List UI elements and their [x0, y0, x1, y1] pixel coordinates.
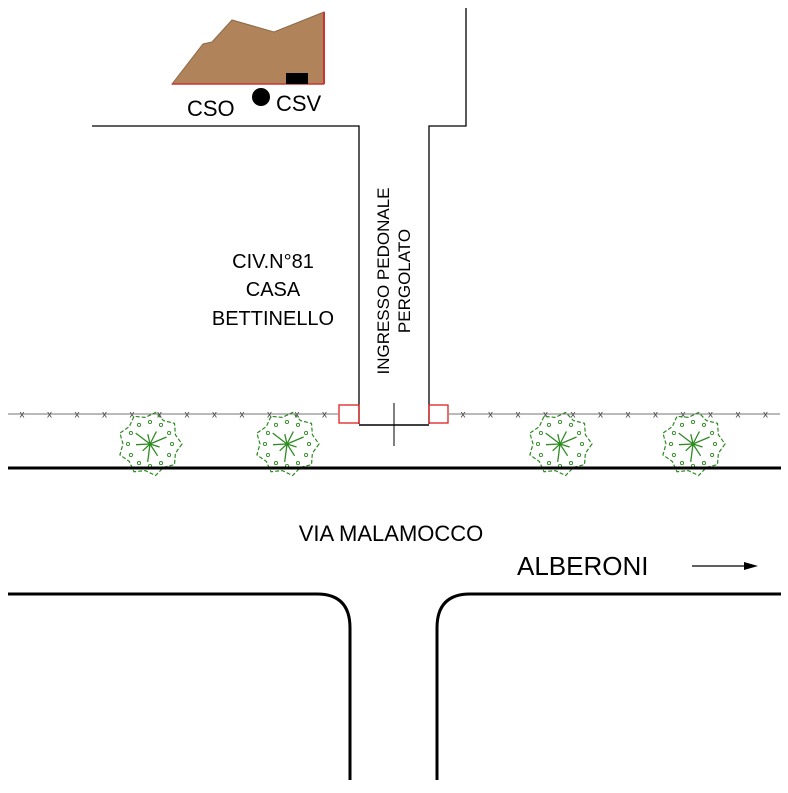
cso-label: CSO: [187, 96, 235, 121]
direction-label: ALBERONI: [517, 551, 649, 581]
fence-marker: x: [20, 410, 25, 421]
csv-box: [286, 73, 308, 84]
entrance-label-2: PERGOLATO: [395, 229, 414, 333]
property-boundary-right: [428, 8, 467, 424]
csv-label: CSV: [276, 91, 322, 116]
road-edge-bottom-right: [435, 592, 781, 780]
fence-marker: x: [681, 410, 686, 421]
tree-icon: [662, 411, 726, 477]
fence-marker: x: [488, 410, 493, 421]
fence-marker: x: [102, 410, 107, 421]
fence-marker: x: [47, 410, 52, 421]
fence-marker: x: [653, 410, 658, 421]
gate-pillar-right: [428, 404, 449, 424]
fence-marker: x: [543, 410, 548, 421]
fence-marker: x: [736, 410, 741, 421]
fence-marker: x: [130, 410, 135, 421]
gate-pillar-left: [338, 404, 360, 424]
fence-marker: x: [598, 410, 603, 421]
tree-icon: [529, 411, 593, 477]
tree-icon: [256, 411, 320, 477]
street-name: VIA MALAMOCCO: [299, 521, 484, 546]
entrance-label-1: INGRESSO PEDONALE: [374, 187, 393, 374]
house-type: CASA: [246, 279, 301, 301]
fence-marker: x: [571, 410, 576, 421]
fence-marker: x: [516, 410, 521, 421]
fence-marker: x: [212, 410, 217, 421]
trees-row: [119, 411, 726, 477]
fence-marker: x: [708, 410, 713, 421]
fence-marker: x: [295, 410, 300, 421]
fence-marker: x: [267, 410, 272, 421]
fence-marker: x: [157, 410, 162, 421]
cso-meter-icon: [252, 88, 270, 106]
fence-marker: x: [626, 410, 631, 421]
tree-icon: [119, 411, 183, 477]
house-owner: BETTINELLO: [212, 308, 334, 330]
property-boundary-left: [92, 125, 360, 424]
road-edge-bottom-left: [8, 592, 352, 780]
fence-marker: x: [763, 410, 768, 421]
arrow-right-icon: [692, 562, 758, 570]
fence-marker: x: [185, 410, 190, 421]
fence-marker: x: [240, 410, 245, 421]
fence-marker: x: [461, 410, 466, 421]
civic-number: CIV.N°81: [232, 251, 314, 273]
fence-marker: x: [322, 410, 327, 421]
fence-marker: x: [75, 410, 80, 421]
